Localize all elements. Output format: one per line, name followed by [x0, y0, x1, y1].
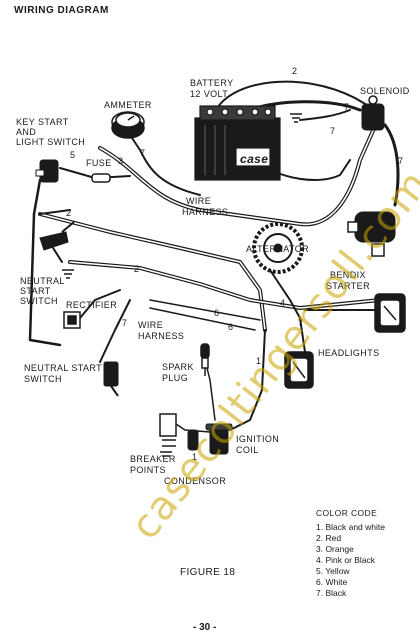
neutral-switch-top-icon — [39, 221, 75, 251]
wire-1-coil — [229, 329, 266, 431]
wire-ammeter — [129, 134, 201, 196]
neutral-start-top-label-1: NEUTRAL — [20, 276, 65, 286]
color-code-heading: COLOR CODE — [316, 508, 378, 518]
wire-6-b — [149, 307, 256, 331]
ground-icons — [62, 113, 302, 457]
wire-number: 2 — [66, 208, 72, 218]
wire-neutral-bottom — [99, 299, 131, 363]
wire-number: 1 — [256, 356, 262, 366]
wire-number: 6 — [214, 308, 220, 318]
battery-voltage-label: 12 VOLT — [190, 89, 229, 99]
battery-icon — [194, 105, 281, 181]
wire-harness-mid-label-2: HARNESS — [138, 331, 185, 341]
spark-plug-icon — [200, 343, 210, 376]
ignition-coil-icon — [205, 423, 233, 455]
wire-number: 6 — [228, 322, 234, 332]
wire-number: 7 — [140, 148, 146, 158]
color-code-entry: 1. Black and white — [316, 522, 385, 532]
battery-brand-logo: case — [240, 152, 269, 166]
headlight-right-icon — [374, 293, 406, 333]
wire-alt — [269, 269, 301, 319]
color-code-entry: 2. Red — [316, 533, 342, 543]
neutral-start-top-label-2: START — [20, 286, 51, 296]
wire-number: 2 — [292, 66, 298, 76]
wire-harness-mid-label-1: WIRE — [138, 320, 164, 330]
battery-label: BATTERY — [190, 78, 234, 88]
ignition-coil-label-2: COIL — [236, 445, 259, 455]
wire-key-down — [28, 178, 62, 347]
color-code-entry: 7. Black — [316, 588, 347, 598]
page-number: - 30 - — [193, 622, 217, 633]
breaker-points-label-1: BREAKER — [130, 454, 176, 464]
solenoid-icon — [361, 95, 385, 131]
fuse-icon — [91, 173, 111, 183]
neutral-start-top-label-3: SWITCH — [20, 296, 58, 306]
wire-number: 7 — [344, 102, 350, 112]
wire-number: 2 — [134, 264, 140, 274]
headlight-left-icon — [284, 351, 314, 389]
ammeter-icon — [111, 111, 145, 139]
wire-number: 4 — [280, 298, 286, 308]
breaker-points-label-2: POINTS — [130, 465, 166, 475]
color-code-entry: 5. Yellow — [316, 566, 350, 576]
color-code-entry: 4. Pink or Black — [316, 555, 376, 565]
wire-number: 7 — [330, 126, 336, 136]
neutral-start-bottom-label-2: SWITCH — [24, 374, 62, 384]
wire-number: 3 — [118, 156, 124, 166]
spark-plug-label-2: PLUG — [162, 373, 189, 383]
wire-number: 7 — [398, 156, 404, 166]
rectifier-icon — [63, 311, 81, 329]
figure-caption: FIGURE 18 — [180, 567, 236, 578]
wire-number: 5 — [70, 150, 76, 160]
breaker-points-icon — [159, 413, 177, 447]
wire-harness-top-label-2: HARNESS — [182, 207, 229, 217]
wire-7-solenoid — [299, 109, 351, 121]
neutral-start-bottom-label-1: NEUTRAL START — [24, 363, 103, 373]
wire-rectifier — [79, 289, 121, 319]
spark-plug-label-1: SPARK — [162, 362, 194, 372]
key-start-label-2: AND — [16, 127, 37, 137]
wire-number: 7 — [298, 318, 304, 328]
condensor-icon — [187, 429, 199, 451]
alternator-label: ALTERNATOR — [246, 244, 310, 254]
neutral-switch-bottom-icon — [103, 361, 119, 397]
color-code-legend: COLOR CODE 1. Black and white 2. Red 3. … — [316, 508, 385, 599]
headlights-label: HEADLIGHTS — [318, 348, 380, 358]
starter-icon — [347, 211, 396, 257]
ammeter-label: AMMETER — [104, 100, 152, 110]
wire-2-top — [214, 80, 373, 113]
key-start-label-3: LIGHT SWITCH — [16, 137, 86, 147]
bendix-label-2: STARTER — [326, 281, 370, 291]
rectifier-label: RECTIFIER — [66, 300, 118, 310]
alternator-icon — [252, 222, 304, 274]
condensor-label: CONDENSOR — [164, 476, 227, 486]
wire-solenoid-starter — [383, 123, 400, 207]
bendix-label-1: BENDIX — [330, 270, 366, 280]
wire-2-left — [39, 209, 71, 215]
color-code-entry: 6. White — [316, 577, 348, 587]
fuse-label: FUSE — [86, 158, 112, 168]
solenoid-label: SOLENOID — [360, 86, 410, 96]
color-code-entry: 3. Orange — [316, 544, 354, 554]
page-title: WIRING DIAGRAM — [14, 5, 109, 16]
key-start-label-1: KEY START — [16, 117, 69, 127]
wire-number: 1 — [192, 452, 198, 462]
key-switch-icon — [35, 159, 59, 183]
wire-6-a — [149, 299, 261, 321]
ignition-coil-label-1: IGNITION — [236, 434, 280, 444]
wire-number: 7 — [122, 318, 128, 328]
wire-harness-top-label-1: WIRE — [186, 196, 212, 206]
